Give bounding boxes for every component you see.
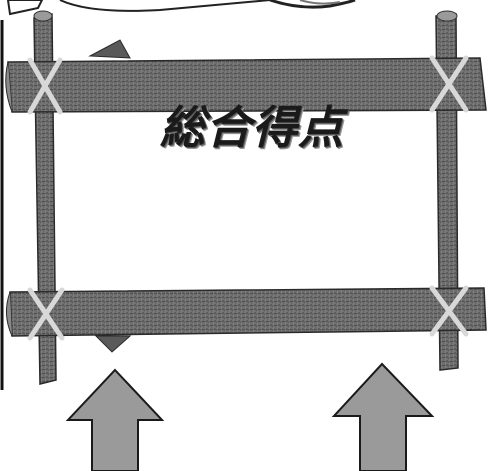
bottom-log xyxy=(6,287,487,353)
top-decoration xyxy=(6,0,356,16)
up-arrow-icon xyxy=(331,362,435,471)
up-arrow-icon xyxy=(65,368,165,471)
rope-bindings xyxy=(27,55,469,341)
sign-title: 総合得点 xyxy=(160,101,345,154)
top-log xyxy=(5,39,487,113)
